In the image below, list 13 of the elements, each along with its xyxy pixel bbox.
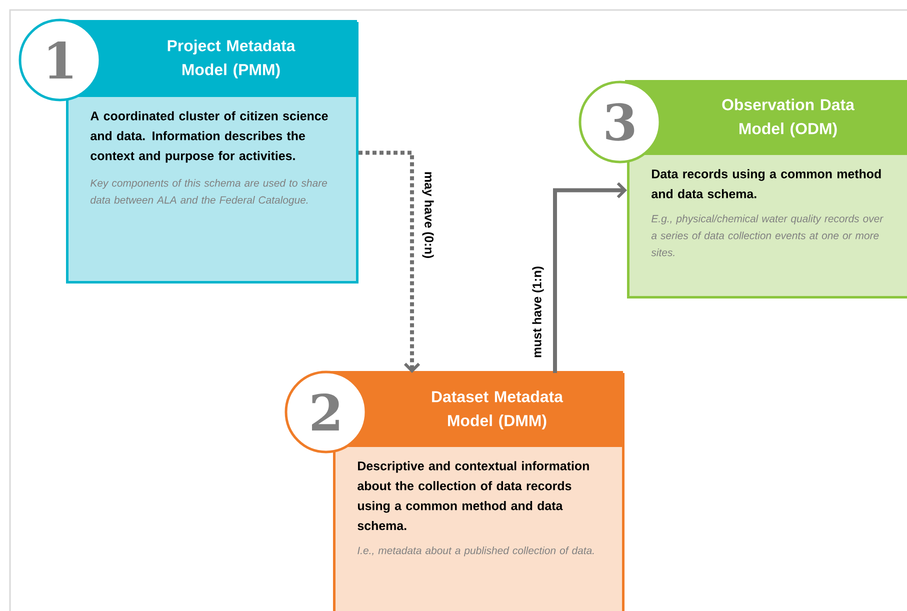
box-title: Dataset Metadata Model (DMM) — [432, 390, 564, 430]
box-title: Project Metadata Model (PMM) — [168, 40, 296, 78]
box-description: A coordinated cluster of citizen science and data. Information describes the context and purpose for activities. — [90, 111, 328, 163]
edge-label: must have (1:n) — [531, 264, 545, 359]
box-description: Descriptive and contextual information about the collection of data records using a common method and data schema. — [358, 461, 589, 530]
box-title: Observation Data Model (ODM) — [722, 98, 855, 138]
arrow — [553, 182, 627, 373]
box-note: Key components of this schema are used to share data between ALA and the Federal Catalogue. — [90, 179, 327, 206]
box-note: E.g., physical/chemical water quality records over a series of data collection events at one or more sites. — [651, 214, 884, 256]
box-description: Data records using a common method and data schema. — [652, 169, 881, 198]
box-note: I.e., metadata about a published collection of data. — [358, 546, 594, 556]
arrow — [358, 150, 420, 373]
edge-label: may have (0:n) — [421, 170, 435, 260]
